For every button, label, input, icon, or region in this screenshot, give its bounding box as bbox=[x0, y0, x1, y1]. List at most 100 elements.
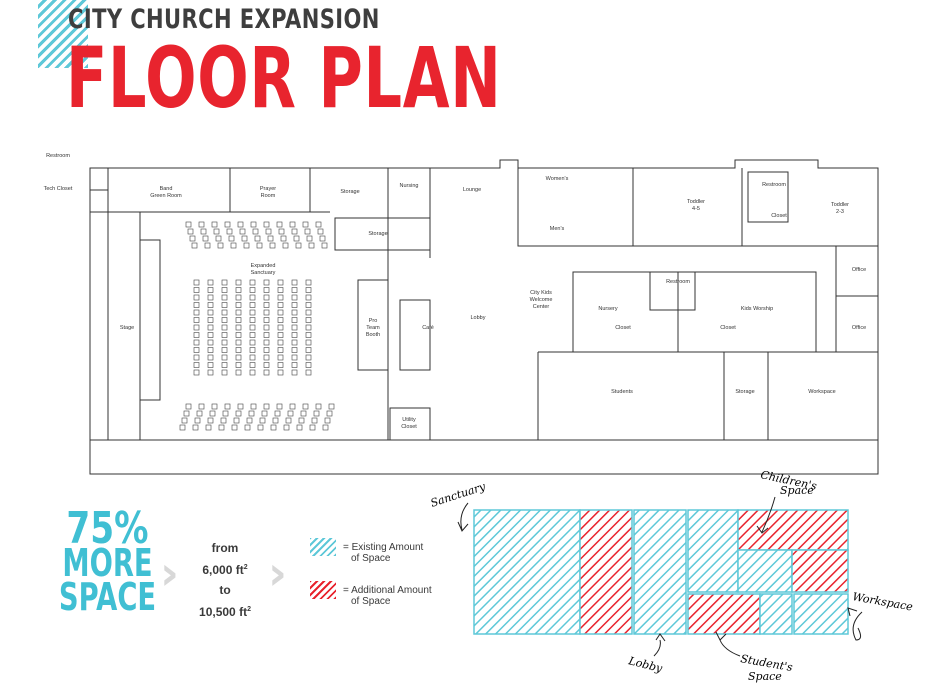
seat bbox=[291, 309, 298, 316]
seat bbox=[243, 242, 250, 249]
seat bbox=[277, 332, 284, 338]
seat bbox=[277, 309, 284, 316]
space-label-workspace: Workspace bbox=[851, 590, 914, 613]
page-title: FLOOR PLAN bbox=[66, 29, 502, 127]
seat bbox=[322, 424, 329, 431]
seat bbox=[249, 317, 256, 323]
seat bbox=[207, 339, 214, 346]
seat bbox=[221, 294, 228, 301]
seat bbox=[221, 339, 228, 346]
seat bbox=[265, 228, 272, 235]
seat bbox=[200, 228, 207, 235]
seat bbox=[249, 294, 256, 301]
seat bbox=[267, 235, 274, 242]
label-utility-closet: Closet bbox=[401, 424, 417, 430]
seat bbox=[321, 242, 328, 249]
page-subtitle: CITY CHURCH EXPANSION bbox=[68, 4, 380, 35]
seat bbox=[185, 221, 192, 228]
seat bbox=[289, 221, 296, 228]
seat bbox=[250, 221, 257, 228]
seat bbox=[305, 287, 312, 293]
seat bbox=[291, 332, 298, 338]
children-existing-lower-block bbox=[737, 549, 793, 593]
seat bbox=[235, 279, 242, 286]
seat bbox=[181, 417, 188, 424]
seat bbox=[235, 369, 242, 376]
to-value: 10,500 ft2 bbox=[199, 605, 251, 619]
seat bbox=[207, 317, 214, 323]
seat bbox=[249, 347, 256, 353]
seat bbox=[291, 339, 298, 346]
seat bbox=[277, 279, 284, 286]
seat bbox=[191, 242, 198, 249]
label-booth: Booth bbox=[366, 332, 380, 338]
seat bbox=[256, 242, 263, 249]
legend-additional-swatch bbox=[310, 581, 336, 599]
seat bbox=[249, 369, 256, 376]
seat bbox=[315, 221, 322, 228]
label-toddler-45-age: 4-5 bbox=[692, 206, 700, 212]
seat bbox=[215, 235, 222, 242]
seat bbox=[244, 424, 251, 431]
seat bbox=[263, 221, 270, 228]
label-storage-b: Storage bbox=[368, 231, 387, 237]
seat bbox=[270, 424, 277, 431]
seat bbox=[237, 403, 244, 410]
growth-stat: 75% MORE SPACE bbox=[40, 507, 175, 619]
label-restroom-tr: Restroom bbox=[762, 182, 786, 188]
sanctuary-arrow bbox=[457, 502, 469, 532]
label-closet-l: Closet bbox=[615, 325, 631, 331]
seat bbox=[277, 302, 284, 308]
seat bbox=[230, 242, 237, 249]
seat bbox=[304, 228, 311, 235]
from-value: 6,000 ft2 bbox=[202, 563, 248, 577]
seat bbox=[263, 362, 270, 368]
decorative-stripes bbox=[38, 0, 88, 68]
student-additional-block bbox=[687, 593, 761, 635]
label-nursery: Nursery bbox=[598, 306, 618, 312]
seat bbox=[259, 417, 266, 424]
student-arrow bbox=[715, 631, 741, 657]
seat bbox=[205, 424, 212, 431]
label-center: Center bbox=[533, 304, 550, 310]
seat bbox=[277, 294, 284, 301]
cafe-counter bbox=[399, 299, 431, 371]
seat bbox=[235, 302, 242, 308]
seat bbox=[306, 235, 313, 242]
seat bbox=[248, 410, 255, 417]
seat bbox=[291, 362, 298, 368]
seat bbox=[218, 424, 225, 431]
seat bbox=[228, 235, 235, 242]
stage-steps bbox=[139, 239, 161, 401]
seat bbox=[193, 369, 200, 376]
seat bbox=[280, 235, 287, 242]
seat bbox=[239, 228, 246, 235]
seat bbox=[221, 317, 228, 323]
label-room: Room bbox=[261, 193, 276, 199]
seat bbox=[204, 242, 211, 249]
seat bbox=[305, 354, 312, 361]
seat bbox=[193, 317, 200, 323]
label-toddler-23-age: 2-3 bbox=[836, 209, 844, 215]
seat bbox=[319, 235, 326, 242]
seat bbox=[187, 228, 194, 235]
seat bbox=[313, 410, 320, 417]
seat bbox=[263, 332, 270, 338]
label-green-room: Green Room bbox=[150, 193, 182, 199]
seat bbox=[249, 362, 256, 368]
seat bbox=[305, 339, 312, 346]
seat bbox=[326, 410, 333, 417]
seat bbox=[293, 235, 300, 242]
seat bbox=[263, 403, 270, 410]
sidewalk bbox=[89, 439, 879, 475]
label-storage-c: Storage bbox=[735, 389, 754, 395]
sanctuary-additional-block bbox=[579, 509, 633, 635]
seat bbox=[249, 324, 256, 331]
stat-space: SPACE bbox=[58, 575, 157, 619]
label-lobby: Lobby bbox=[471, 315, 486, 321]
seat bbox=[207, 279, 214, 286]
restroom-tr-room bbox=[747, 171, 789, 223]
seat bbox=[235, 309, 242, 316]
space-label-children-2: Space bbox=[780, 484, 814, 497]
seat bbox=[235, 287, 242, 293]
